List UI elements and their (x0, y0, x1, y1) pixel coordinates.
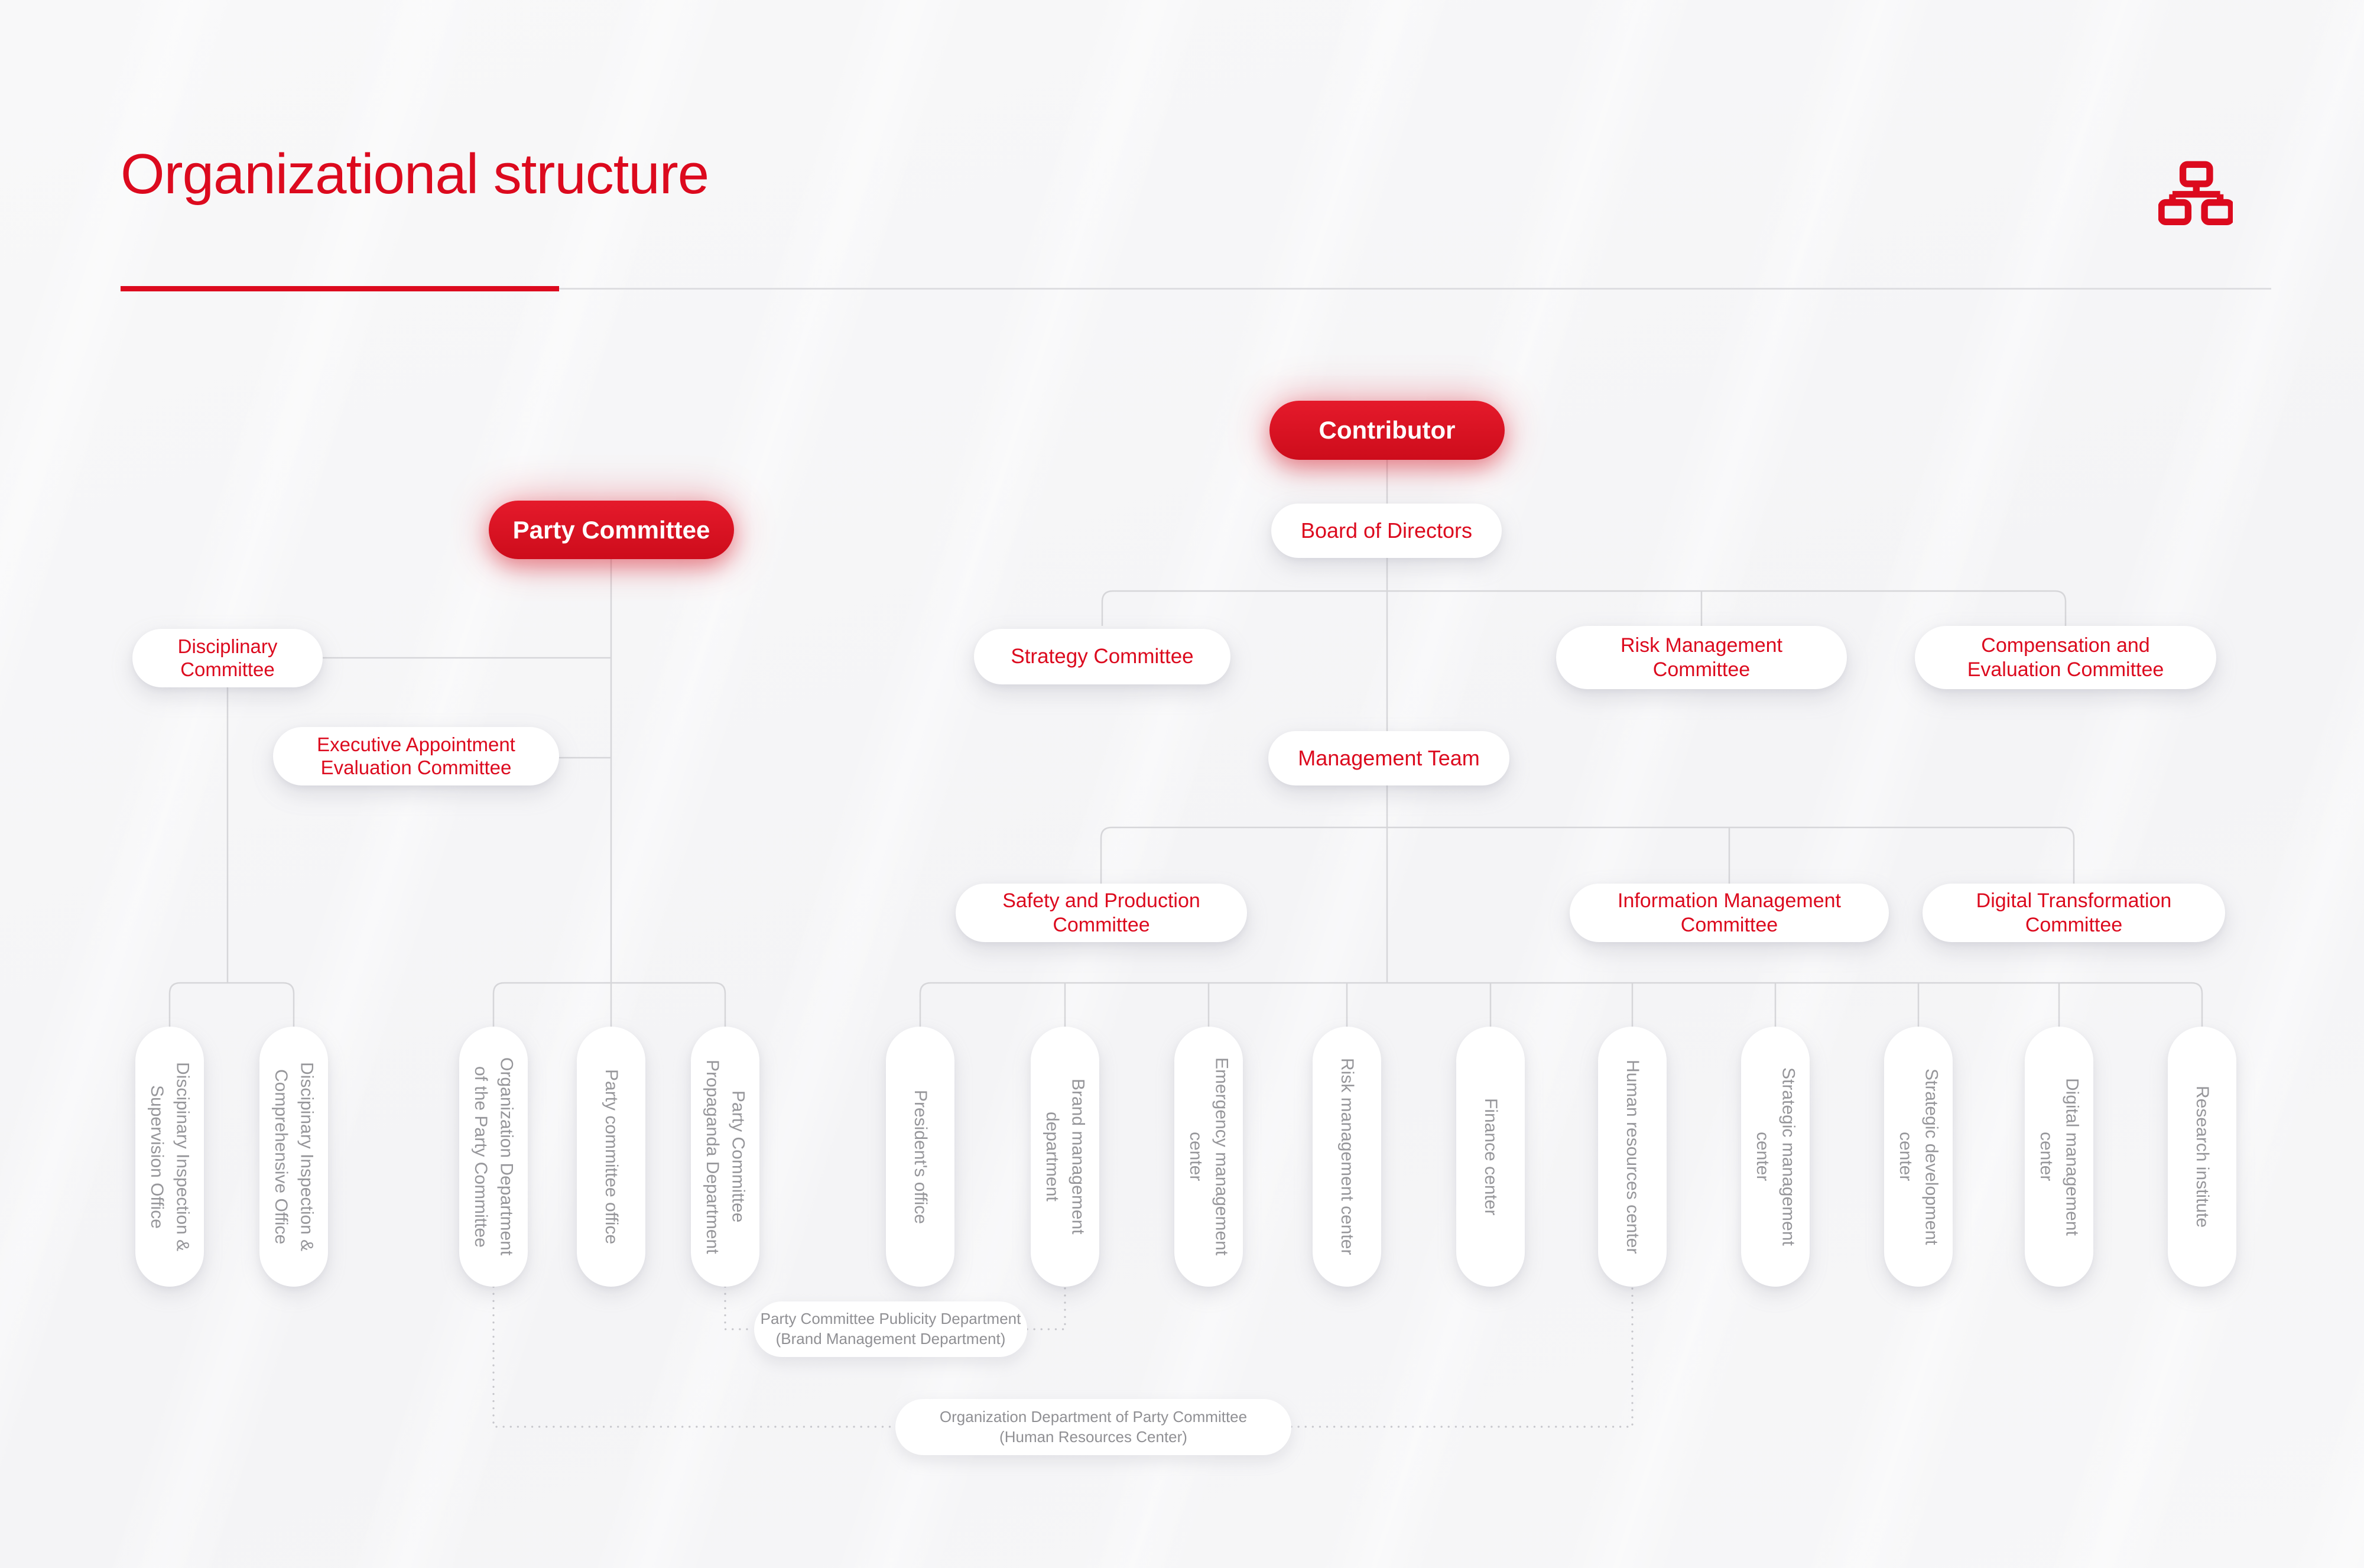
dept-research-institute: Research institute (2168, 1027, 2236, 1287)
dept-party-committee-office: Party committee office (577, 1027, 645, 1287)
title-underline-accent (121, 286, 559, 291)
node-party-committee: Party Committee (489, 501, 734, 559)
dept-finance-center: Finance center (1456, 1027, 1525, 1287)
node-executive-appointment-evaluation-committee: Executive Appointment Evaluation Committ… (273, 727, 559, 785)
dept-disciplinary-inspection-comprehensive-office: Discipinary Inspection & Comprehensive O… (259, 1027, 328, 1287)
connector-disciplinary-branch (168, 982, 295, 1027)
node-digital-transformation-committee: Digital Transformation Committee (1923, 884, 2225, 942)
dept-brand-management-department: Brand management department (1031, 1027, 1099, 1287)
dept-disciplinary-inspection-supervision-office: Discipinary Inspection & Supervision Off… (135, 1027, 204, 1287)
org-chart-icon (2158, 161, 2233, 226)
node-strategy-committee: Strategy Committee (974, 629, 1230, 684)
node-disciplinary-committee: Disciplinary Committee (132, 629, 323, 687)
dotted-org-dept-note-right (1290, 1285, 1634, 1428)
dept-digital-management-center: Digital management center (2025, 1027, 2093, 1287)
title-underline-rule (559, 288, 2271, 290)
dept-strategic-management-center: Strategic management center (1741, 1027, 1810, 1287)
node-risk-management-committee: Risk Management Committee (1556, 626, 1847, 689)
dept-human-resources-center: Human resources center (1598, 1027, 1667, 1287)
dept-strategic-development-center: Strategic development center (1884, 1027, 1953, 1287)
connector-departments-branch (919, 982, 2203, 1027)
dept-presidents-office: President's office (886, 1027, 954, 1287)
dept-risk-management-center: Risk management center (1313, 1027, 1381, 1287)
node-board-of-directors: Board of Directors (1271, 504, 1502, 558)
page-title: Organizational structure (121, 142, 709, 206)
node-contributor: Contributor (1269, 401, 1505, 460)
connector-management-branch (1100, 826, 2075, 884)
dept-party-committee-propaganda-department: Party Committee Propaganda Department (691, 1027, 759, 1287)
connector-party-branch (492, 982, 726, 1027)
note-organization-department-party-committee: Organization Department of Party Committ… (895, 1399, 1291, 1455)
node-compensation-evaluation-committee: Compensation and Evaluation Committee (1915, 626, 2216, 689)
node-safety-production-committee: Safety and Production Committee (956, 884, 1247, 942)
node-information-management-committee: Information Management Committee (1570, 884, 1889, 942)
dotted-publicity-note-right (1026, 1285, 1066, 1330)
dotted-org-dept-note-left (492, 1285, 897, 1428)
dotted-publicity-note-left (724, 1285, 755, 1330)
node-management-team: Management Team (1268, 731, 1509, 785)
dept-organization-department-party-committee: Organization Department of the Party Com… (459, 1027, 528, 1287)
dept-emergency-management-center: Emergency management center (1174, 1027, 1243, 1287)
connector-board-branch (1101, 590, 2067, 626)
note-party-committee-publicity-department: Party Committee Publicity Department (Br… (754, 1301, 1027, 1357)
